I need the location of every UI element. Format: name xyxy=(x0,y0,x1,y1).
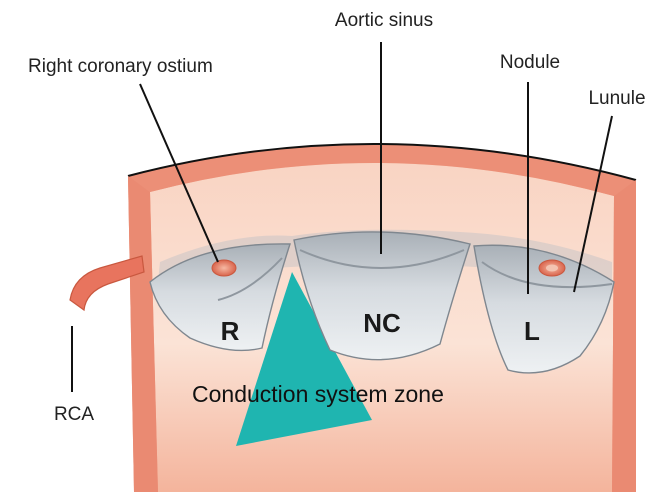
cusp-label-right: R xyxy=(221,316,240,346)
label-lunule: Lunule xyxy=(588,88,645,109)
cusp-label-left: L xyxy=(524,316,540,346)
label-right-coronary-ostium: Right coronary ostium xyxy=(28,56,213,77)
label-conduction-system-zone: Conduction system zone xyxy=(192,381,444,407)
cusp-label-noncoronary: NC xyxy=(363,308,401,338)
label-nodule: Nodule xyxy=(500,52,560,73)
label-rca: RCA xyxy=(54,404,94,425)
label-aortic-sinus: Aortic sinus xyxy=(335,10,433,31)
right-coronary-ostium-mark xyxy=(212,260,236,276)
